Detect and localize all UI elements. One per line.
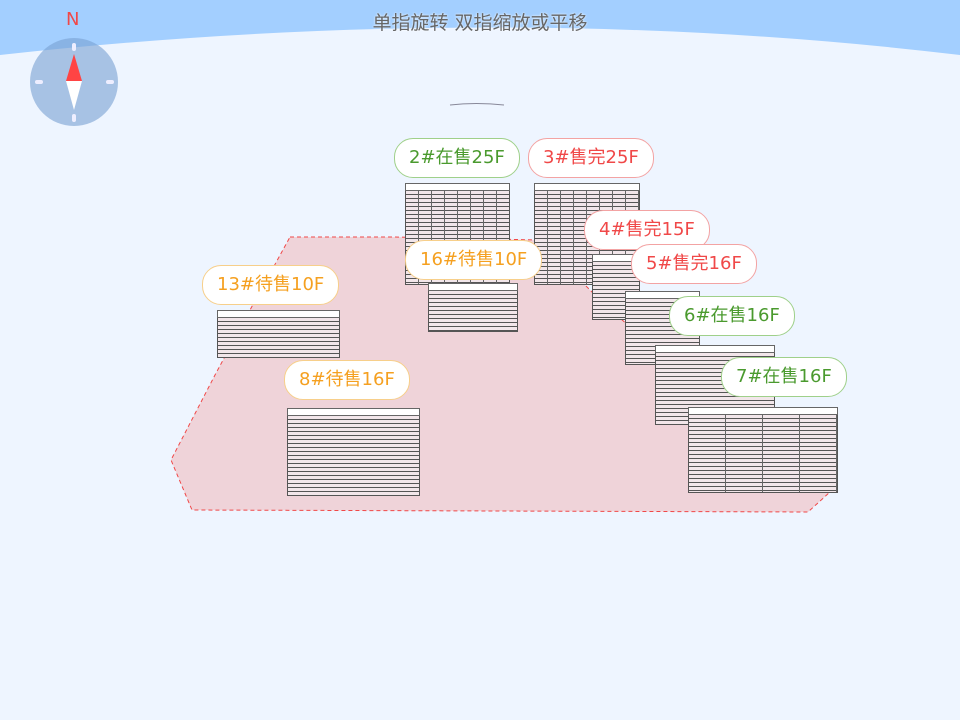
building-label-4[interactable]: 4#售完15F [584,210,710,250]
building-13[interactable] [217,310,340,358]
compass-needle-icon [35,43,114,122]
building-label-6[interactable]: 6#在售16F [669,296,795,336]
building-8[interactable] [287,408,420,496]
gesture-hint: 单指旋转 双指缩放或平移 [372,12,588,34]
building-label-7[interactable]: 7#在售16F [721,357,847,397]
building-label-8[interactable]: 8#待售16F [284,360,410,400]
building-label-13[interactable]: 13#待售10F [202,265,340,305]
compass[interactable] [30,38,118,126]
building-7[interactable] [688,407,838,493]
building-label-3[interactable]: 3#售完25F [528,138,654,178]
building-label-5[interactable]: 5#售完16F [631,244,757,284]
north-label: N [66,9,80,30]
building-label-16[interactable]: 16#待售10F [405,240,543,280]
building-label-2[interactable]: 2#在售25F [394,138,520,178]
building-16[interactable] [428,283,518,332]
